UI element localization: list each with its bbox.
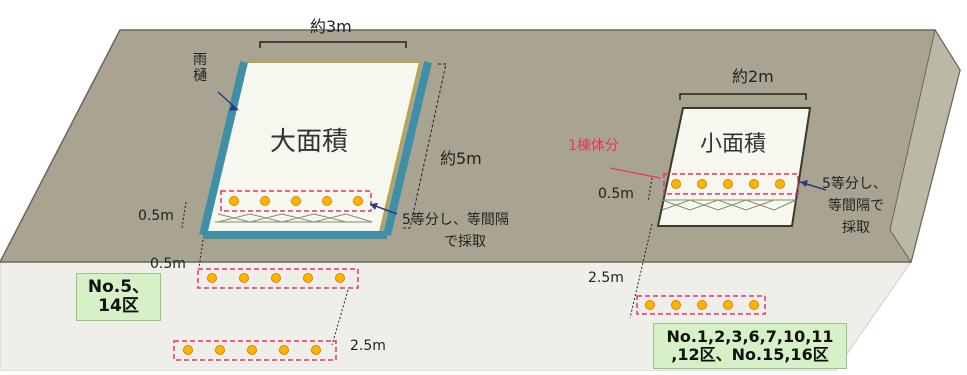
sample-band-large — [215, 190, 373, 223]
divide-label-small-3: 採取 — [842, 220, 870, 236]
area-tag-large-line2: 14区 — [98, 296, 139, 316]
height-label-large: 約5m — [440, 149, 482, 168]
area-tag-small-line2: ,12区、No.15,16区 — [671, 345, 829, 364]
gap-label-small: 0.5m — [598, 186, 634, 202]
gutter-arrowhead — [229, 104, 238, 111]
sample-band-ground-2 — [173, 340, 337, 361]
gap-label-large: 0.5m — [138, 208, 174, 224]
gutter-label: 雨樋 — [190, 52, 210, 84]
sample-band-ground-small — [636, 295, 766, 315]
gutter-right — [383, 61, 432, 236]
dist-label-small: 2.5m — [588, 270, 624, 286]
divide-label-small-2: 等間隔で — [828, 198, 884, 214]
sample-band-ground-1 — [197, 268, 359, 289]
dist-arrow-small — [629, 223, 653, 319]
bracket-height-large — [402, 63, 447, 229]
width-label-large: 約3m — [310, 17, 352, 36]
gutter-label-text: 雨樋 — [193, 52, 207, 85]
width-label-small: 約2m — [732, 67, 774, 86]
dist-label-large: 2.5m — [350, 338, 386, 354]
one-building-label: 1棟体分 — [568, 138, 619, 154]
small-panel — [656, 107, 812, 227]
divide-label-small-1: 5等分し、 — [822, 176, 887, 192]
gap-arrow-bottom — [198, 239, 204, 269]
small-area-label: 小面積 — [700, 132, 767, 157]
divide-arrowhead-small — [800, 180, 808, 187]
area-tag-large-line1: No.5、 — [87, 277, 150, 298]
bracket-width-large — [259, 41, 407, 48]
sample-band-small — [660, 173, 799, 211]
red-arrow — [609, 167, 661, 179]
area-tag-small-line1: No.1,2,3,6,7,10,11 — [666, 327, 834, 347]
divide-label-large-1: 5等分し、等間隔 — [402, 212, 509, 228]
area-tag-large: No.5、 14区 — [76, 273, 161, 321]
gutter-left — [199, 61, 248, 236]
gap-label-bottom: 0.5m — [150, 256, 186, 272]
large-area-label: 大面積 — [270, 127, 349, 157]
gap-arrow-small — [647, 177, 653, 203]
divide-arrowhead-large — [370, 203, 378, 210]
bracket-width-small — [679, 93, 807, 100]
gap-arrow-large — [181, 201, 187, 229]
divide-label-large-2: で採取 — [444, 234, 486, 250]
area-tag-small: No.1,2,3,6,7,10,11 ,12区、No.15,16区 — [653, 323, 847, 369]
dist-arrow-large — [331, 289, 349, 346]
roof-gable — [889, 28, 961, 264]
